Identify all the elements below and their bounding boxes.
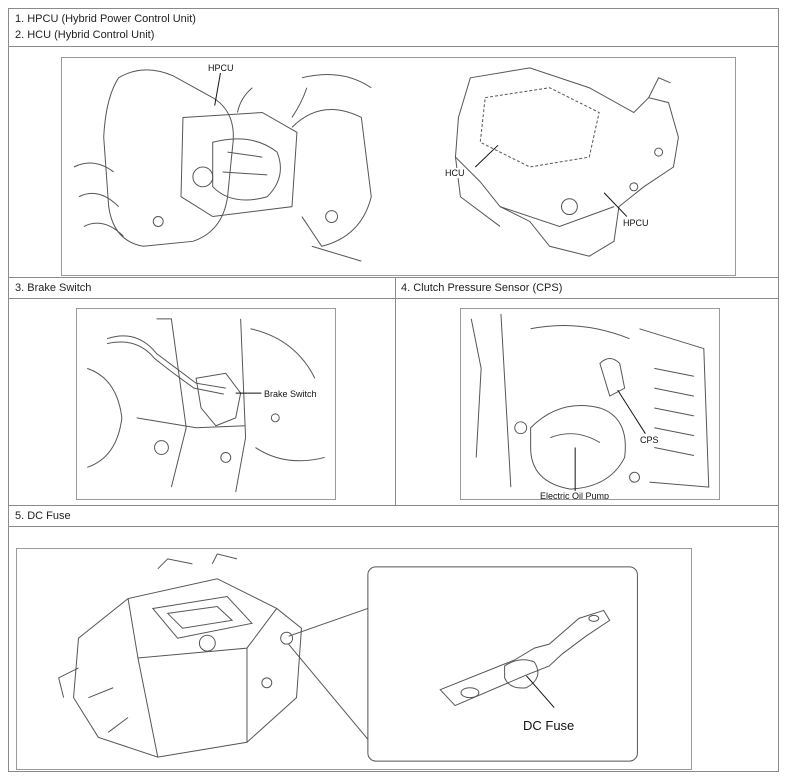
dc-fuse-illustration: DC Fuse [16,548,692,770]
component-location-sheet: 1. HPCU (Hybrid Power Control Unit) 2. H… [8,8,779,772]
cps-drawing [470,313,710,492]
callout-cps: CPS [639,435,660,445]
hpcu-hcu-drawing [73,67,679,262]
section-header-brake-cps: 3. Brake Switch 4. Clutch Pressure Senso… [9,278,778,299]
section-title-brake-switch: 3. Brake Switch [15,282,92,294]
callout-brake-switch: Brake Switch [263,389,318,399]
image-row-hpcu-hcu: HPCU HCU HPCU [9,47,778,278]
callout-hpcu-right: HPCU [622,218,650,228]
section-header-hpcu-hcu: 1. HPCU (Hybrid Power Control Unit) 2. H… [9,9,778,47]
section-header-dc-fuse: 5. DC Fuse [9,506,778,527]
image-row-brake-cps: Brake Switch CPS [9,278,778,506]
hpcu-hcu-illustration: HPCU HCU HPCU [61,57,736,276]
section-title-dc-fuse: 5. DC Fuse [15,510,71,522]
brake-switch-drawing [87,318,325,493]
callout-hcu: HCU [444,168,466,178]
column-divider [395,278,396,506]
callout-dc-fuse: DC Fuse [523,718,575,733]
brake-switch-illustration: Brake Switch [76,308,336,500]
section-title-hpcu: 1. HPCU (Hybrid Power Control Unit) [15,13,196,25]
dc-fuse-drawing [58,553,638,762]
callout-hpcu-left: HPCU [207,63,235,73]
section-title-cps: 4. Clutch Pressure Sensor (CPS) [401,282,563,294]
section-title-hcu: 2. HCU (Hybrid Control Unit) [15,29,155,41]
callout-electric-oil-pump: Electric Oil Pump [539,491,611,500]
cps-illustration: CPS Electric Oil Pump [460,308,720,500]
